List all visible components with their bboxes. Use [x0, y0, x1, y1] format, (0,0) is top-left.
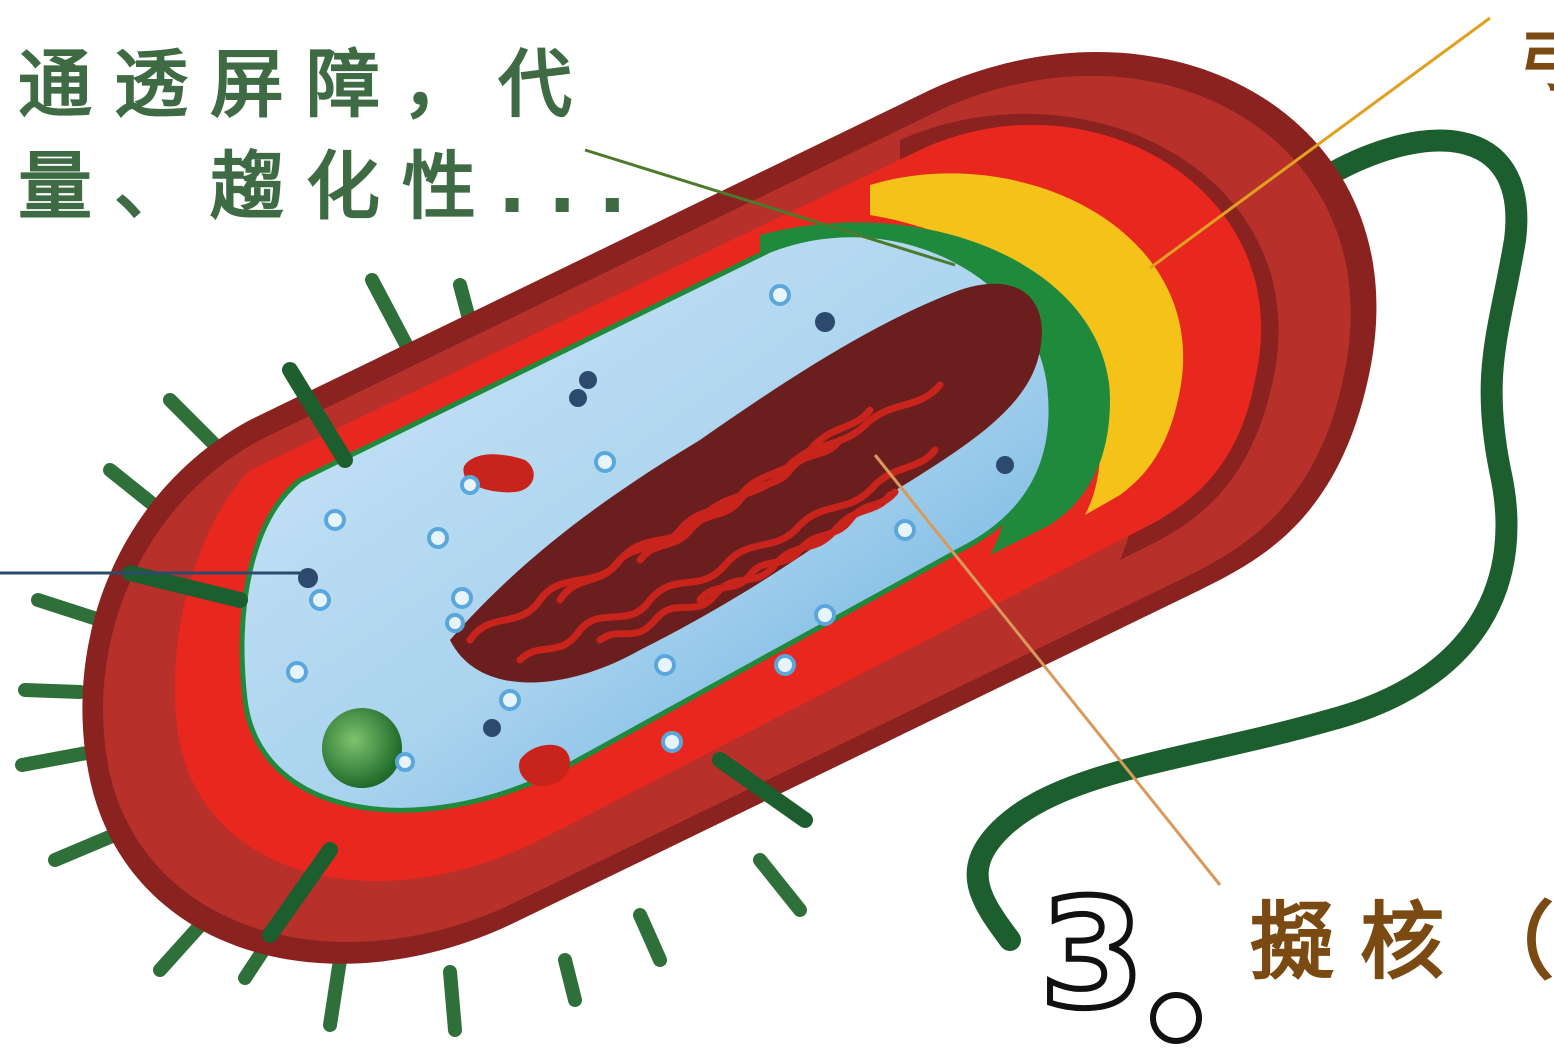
- pilus: [372, 280, 410, 352]
- granule-dark: [996, 456, 1014, 474]
- pilus: [760, 860, 800, 910]
- step-number: 3: [1040, 880, 1144, 1030]
- granule: [326, 511, 344, 529]
- granule: [462, 477, 478, 493]
- label-membrane-function-line2: 量、趨化性...: [18, 150, 648, 224]
- granule: [771, 286, 789, 304]
- label-capsule-partial: 弓: [1518, 30, 1554, 96]
- granule: [288, 663, 306, 681]
- granule: [447, 615, 463, 631]
- label-nucleoid: 擬核（: [1250, 900, 1554, 984]
- granule: [429, 529, 447, 547]
- pilus: [25, 690, 80, 692]
- pilus: [330, 960, 340, 1025]
- pilus: [22, 752, 92, 765]
- granule: [776, 656, 794, 674]
- pilus: [640, 915, 660, 960]
- granule-dark: [483, 719, 501, 737]
- granule: [311, 591, 329, 609]
- pilus: [450, 972, 455, 1030]
- pilus: [170, 400, 220, 450]
- granule: [656, 656, 674, 674]
- pilus: [565, 960, 575, 1000]
- pilus: [38, 600, 100, 620]
- granule: [816, 606, 834, 624]
- granule-dark: [579, 371, 597, 389]
- granule: [453, 589, 471, 607]
- granule: [596, 453, 614, 471]
- label-membrane-function-line1: 通透屏障，代: [18, 48, 594, 122]
- granule-dark: [569, 389, 587, 407]
- ribosome-large: [322, 708, 402, 788]
- granule-dark: [815, 312, 835, 332]
- granule-dark: [298, 568, 318, 588]
- step-number-dot: [1150, 992, 1202, 1044]
- granule: [501, 691, 519, 709]
- granule: [896, 521, 914, 539]
- granule: [663, 733, 681, 751]
- granule: [397, 754, 413, 770]
